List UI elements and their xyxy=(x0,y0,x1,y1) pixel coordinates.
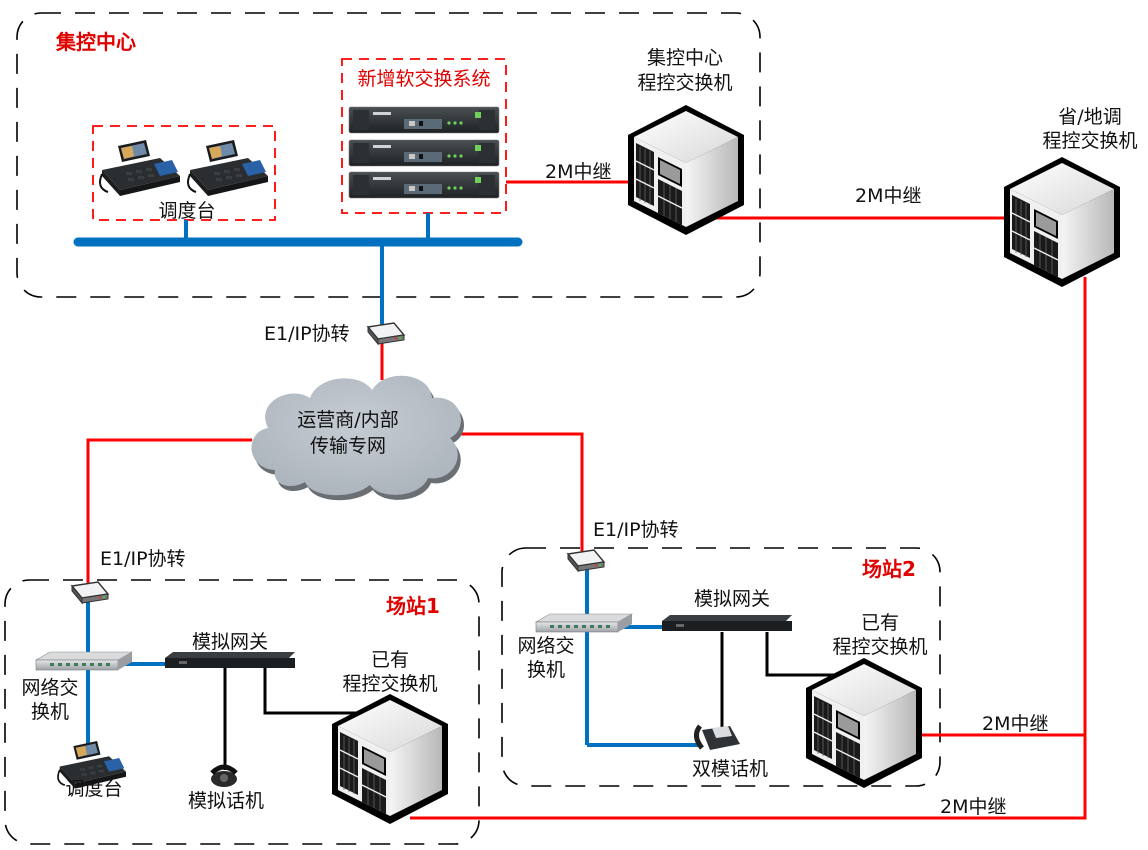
s1-analog-phone-label: 模拟话机 xyxy=(187,790,264,812)
cc-pbx-label-line2: 程控交换机 xyxy=(637,72,733,94)
dispatch-group-label: 调度台 xyxy=(158,200,216,222)
s1-e1ip-converter-icon xyxy=(71,581,109,604)
cc-gateway-label: E1/IP协转 xyxy=(264,323,350,345)
softswitch-group-box xyxy=(341,58,507,214)
s2-dual-mode-phone-icon xyxy=(694,724,740,750)
transport-network-cloud xyxy=(251,375,465,501)
cc-e1ip-converter-icon xyxy=(367,322,405,345)
s1-analog-gateway-icon xyxy=(165,652,295,668)
provincial-pbx-label-line2: 程控交换机 xyxy=(1042,130,1138,152)
transport-cloud-station1 xyxy=(86,438,252,585)
cc-pbx-label-line1: 集控中心 xyxy=(646,47,723,69)
trunk-label-softswitch: 2M中继 xyxy=(545,161,612,183)
s2-dual-mode-phone-label: 双模话机 xyxy=(691,758,768,780)
trunk-label-provincial: 2M中继 xyxy=(855,185,922,207)
cloud-label-line1: 运营商/内部 xyxy=(297,409,399,431)
provincial-pbx-label-line1: 省/地调 xyxy=(1058,106,1122,128)
softswitch-server-icon xyxy=(348,106,500,134)
s2-switch-label-line1: 网络交 xyxy=(517,635,575,657)
cc-pbx-server-icon xyxy=(627,104,745,236)
softswitch-server-icon xyxy=(348,171,500,199)
s1-gateway-label: E1/IP协转 xyxy=(100,548,186,570)
s2-pbx-server-icon xyxy=(805,657,923,789)
s2-analog-gateway-icon xyxy=(662,615,792,631)
station1-region xyxy=(4,579,480,845)
s1-dispatch-label: 调度台 xyxy=(65,778,123,800)
s1-switch-label-line2: 换机 xyxy=(30,701,69,723)
s2-analog-gateway-label: 模拟网关 xyxy=(693,588,770,610)
s2-gateway-label: E1/IP协转 xyxy=(593,519,679,541)
s1-network-switch-icon xyxy=(35,651,133,671)
s2-gw-pbx-line xyxy=(765,632,835,677)
station2-title: 场站2 xyxy=(862,557,916,581)
cloud-label-line2: 传输专网 xyxy=(309,435,386,457)
softswitch-server-icon xyxy=(348,139,500,167)
softswitch-group-label: 新增软交换系统 xyxy=(357,68,491,90)
dispatch-console-icon xyxy=(99,139,181,197)
s1-analog-gateway-label: 模拟网关 xyxy=(191,631,268,653)
trunk-provincial-stations xyxy=(410,277,1087,820)
s2-switch-label-line2: 换机 xyxy=(526,659,565,681)
s1-gw-pbx-line xyxy=(263,668,360,715)
trunk-label-station1: 2M中继 xyxy=(940,796,1007,818)
control-center-title: 集控中心 xyxy=(56,30,136,54)
s1-existing-pbx-line2: 程控交换机 xyxy=(342,673,438,695)
s2-e1ip-converter-icon xyxy=(567,549,605,572)
dispatch-console-icon xyxy=(187,139,269,197)
s1-switch-label-line1: 网络交 xyxy=(21,677,79,699)
s1-analog-phone-icon xyxy=(210,764,238,787)
provincial-pbx-server-icon xyxy=(1003,156,1121,288)
station2-region xyxy=(501,547,941,787)
s1-existing-pbx-line1: 已有 xyxy=(370,649,409,671)
s2-existing-pbx-line2: 程控交换机 xyxy=(832,636,928,658)
transport-cloud-station2 xyxy=(450,432,584,552)
trunk-label-station2: 2M中继 xyxy=(982,713,1049,735)
s2-existing-pbx-line1: 已有 xyxy=(860,612,899,634)
s2-network-switch-icon xyxy=(535,613,633,633)
control-center-region xyxy=(16,12,761,298)
station1-title: 场站1 xyxy=(386,594,440,618)
